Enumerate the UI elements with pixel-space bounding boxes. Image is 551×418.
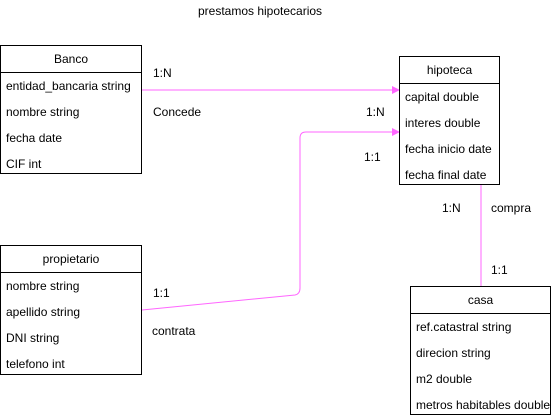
relation-label-compra: compra bbox=[491, 201, 532, 215]
cardinality-concede-to: 1:N bbox=[366, 105, 385, 119]
field-metros-habitables: metros habitables double bbox=[416, 398, 550, 412]
entity-banco-name: Banco bbox=[1, 46, 141, 73]
field-m2: m2 double bbox=[416, 372, 473, 386]
entity-banco[interactable]: Banco entidad_bancaria string nombre str… bbox=[0, 45, 142, 174]
field-fecha-final: fecha final date bbox=[405, 168, 487, 182]
field-telefono: telefono int bbox=[6, 357, 65, 371]
field-fecha: fecha date bbox=[6, 131, 63, 145]
cardinality-concede-from: 1:N bbox=[153, 66, 172, 80]
field-apellido: apellido string bbox=[6, 305, 81, 319]
link-contrata bbox=[141, 128, 400, 311]
field-nombre: nombre string bbox=[6, 105, 80, 119]
entity-casa[interactable]: casa ref.catastral string direcion strin… bbox=[410, 286, 551, 415]
diagram-title: prestamos hipotecarios bbox=[197, 4, 323, 18]
entity-propietario-name: propietario bbox=[1, 246, 141, 273]
field-dni: DNI string bbox=[6, 331, 60, 345]
cardinality-contrata-to: 1:1 bbox=[364, 150, 381, 164]
field-entidad-bancaria: entidad_bancaria string bbox=[6, 79, 131, 93]
field-cif: CIF int bbox=[6, 157, 42, 171]
entity-propietario[interactable]: propietario nombre string apellido strin… bbox=[0, 245, 142, 375]
entity-hipoteca-name: hipoteca bbox=[400, 57, 499, 84]
field-capital: capital double bbox=[405, 90, 480, 104]
field-nombre: nombre string bbox=[6, 279, 80, 293]
cardinality-compra-to: 1:1 bbox=[491, 263, 508, 277]
entity-hipoteca[interactable]: hipoteca capital double interes double f… bbox=[399, 56, 500, 185]
field-direcion: direcion string bbox=[416, 346, 491, 360]
field-interes: interes double bbox=[405, 116, 481, 130]
entity-casa-name: casa bbox=[411, 287, 550, 314]
cardinality-compra-from: 1:N bbox=[442, 201, 461, 215]
relation-label-concede: Concede bbox=[153, 105, 202, 119]
field-fecha-inicio: fecha inicio date bbox=[405, 142, 492, 156]
cardinality-contrata-from: 1:1 bbox=[153, 286, 170, 300]
field-ref-catastral: ref.catastral string bbox=[416, 320, 512, 334]
relation-label-contrata: contrata bbox=[152, 324, 196, 338]
